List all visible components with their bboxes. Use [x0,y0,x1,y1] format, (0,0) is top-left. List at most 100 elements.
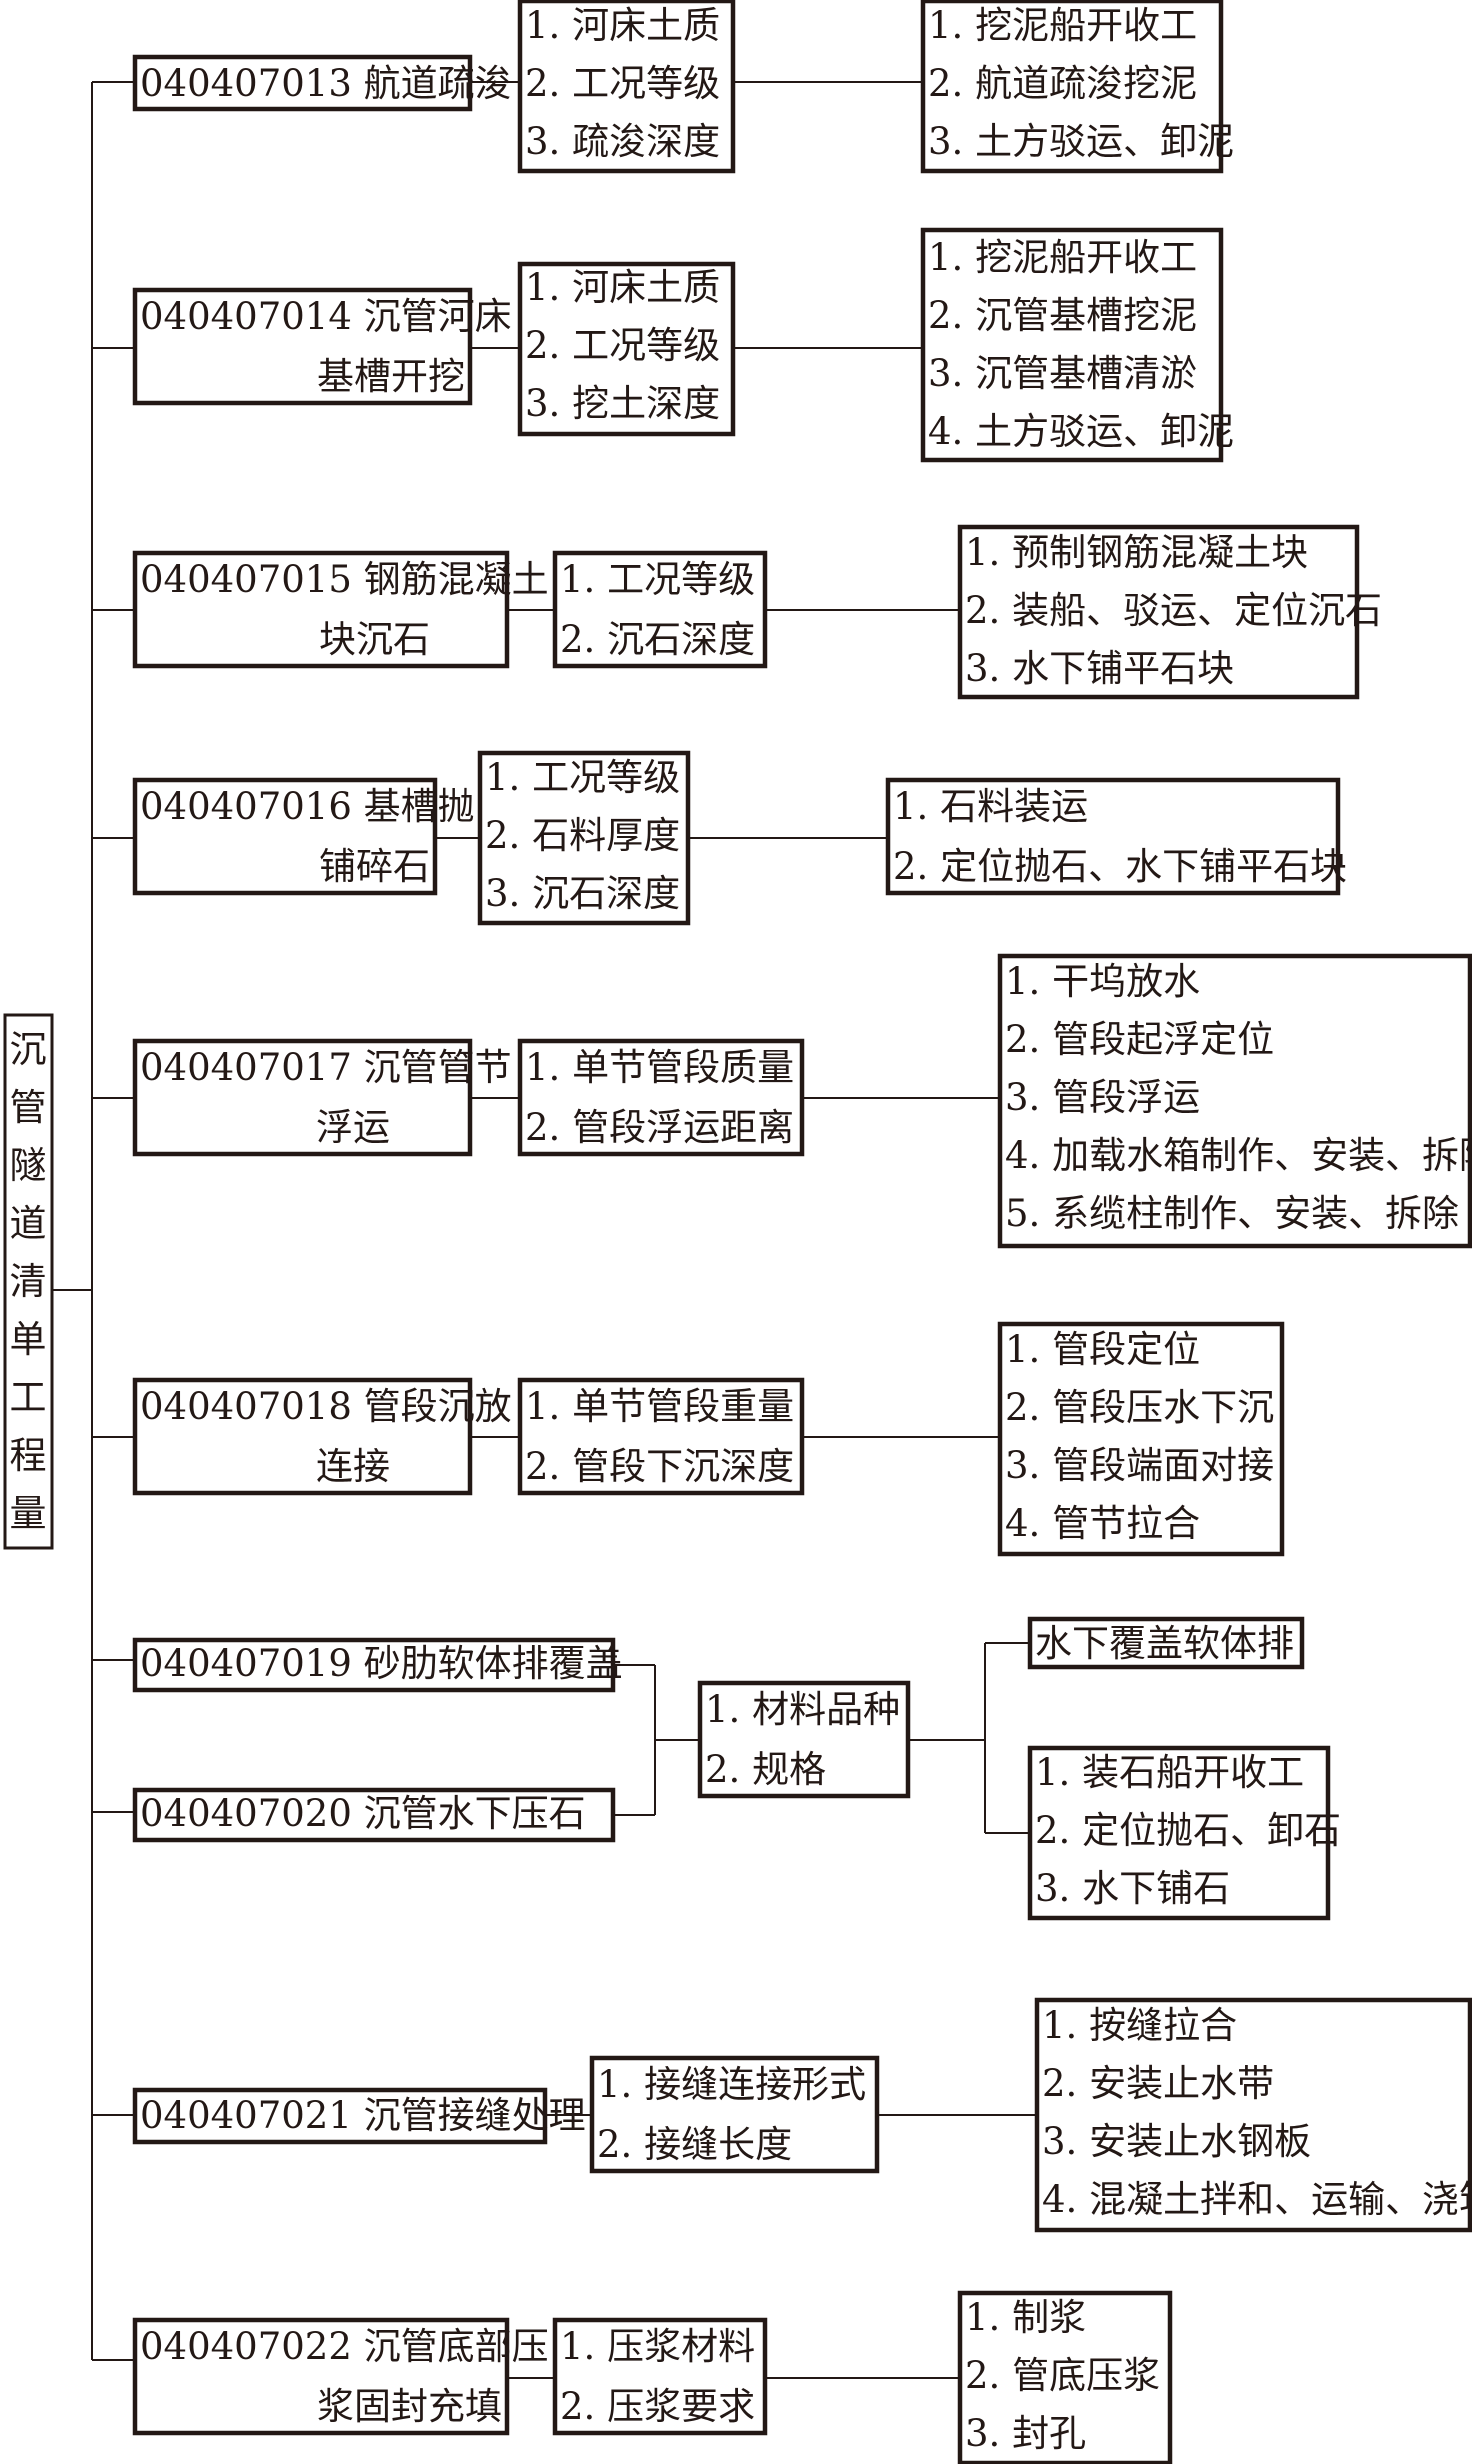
feature-box [517,0,736,174]
work-item: 3. 管段浮运 [1005,1076,1200,1119]
item-name-line: 040407014 沉管河床 [140,295,512,338]
work-item: 1. 制浆 [965,2296,1086,2339]
work-item: 1. 按缝拉合 [1042,2004,1237,2047]
work-item: 3. 水下铺平石块 [965,647,1234,690]
group-040407021: 040407021 沉管接缝处理 1. 接缝连接形式 2. 接缝长度 1. 按缝… [92,1997,1472,2233]
root-char-5: 单 [10,1318,47,1361]
root-node: 沉 管 隧 道 清 单 工 程 量 [3,1013,54,1550]
root-char-0: 沉 [10,1028,47,1071]
feature-item: 2. 工况等级 [525,62,720,105]
item-box [132,287,473,406]
work-item: 4. 管节拉合 [1005,1502,1200,1545]
feature-item: 2. 管段浮运距离 [525,1106,794,1149]
item-name-line: 040407018 管段沉放 [140,1385,512,1428]
work-item: 3. 封孔 [965,2412,1086,2455]
feature-item: 2. 石料厚度 [485,814,680,857]
work-item: 2. 航道疏浚挖泥 [928,62,1197,105]
item-name-line: 040407019 砂肋软体排覆盖 [140,1642,623,1685]
feature-box [697,1680,911,1799]
feature-item: 1. 河床土质 [525,266,720,309]
work-item: 1. 挖泥船开收工 [928,4,1197,47]
feature-box [552,550,768,669]
work-box [1027,1616,1305,1670]
item-box [132,550,510,669]
feature-box [552,2317,768,2436]
root-char-8: 量 [10,1492,47,1535]
item-name-line: 040407015 钢筋混凝土 [140,558,549,601]
feature-item: 2. 管段下沉深度 [525,1445,794,1488]
work-item: 4. 土方驳运、卸泥 [928,410,1234,453]
item-box [132,1038,473,1157]
work-box [957,524,1360,700]
feature-box [517,1038,805,1157]
work-item: 2. 安装止水带 [1042,2062,1274,2105]
work-item: 3. 安装止水钢板 [1042,2120,1311,2163]
item-box [132,777,438,896]
work-box [885,777,1341,896]
work-item: 1. 装石船开收工 [1035,1751,1304,1794]
feature-item: 1. 接缝连接形式 [597,2063,866,2106]
item-name-line: 铺碎石 [319,845,430,888]
root-char-7: 程 [10,1434,47,1477]
work-item: 3. 管段端面对接 [1005,1444,1274,1487]
group-040407018: 040407018 管段沉放 连接 1. 单节管段重量 2. 管段下沉深度 1.… [92,1321,1285,1557]
group-040407017: 040407017 沉管管节 浮运 1. 单节管段质量 2. 管段浮运距离 1.… [92,953,1472,1249]
feature-item: 2. 压浆要求 [560,2385,755,2428]
feature-box [517,261,736,437]
feature-item: 2. 接缝长度 [597,2123,792,2166]
item-name-line: 浮运 [316,1106,390,1149]
item-name-line: 040407021 沉管接缝处理 [140,2094,586,2137]
root-char-2: 隧 [10,1144,47,1187]
feature-item: 1. 工况等级 [560,558,755,601]
root-char-1: 管 [10,1086,47,1129]
work-box [920,0,1224,174]
feature-box [589,2055,880,2174]
work-item: 1. 挖泥船开收工 [928,236,1197,279]
feature-item: 1. 材料品种 [705,1688,900,1731]
feature-item: 1. 工况等级 [485,756,680,799]
work-item: 4. 加载水箱制作、安装、拆除 [1005,1134,1472,1177]
root-char-6: 工 [10,1376,47,1419]
item-box [132,54,473,112]
item-name-line: 040407022 沉管底部压 [140,2325,549,2368]
work-item: 3. 沉管基槽清淤 [928,352,1197,395]
group-040407019-040407020: 040407019 砂肋软体排覆盖 040407020 沉管水下压石 1. 材料… [92,1616,1341,1921]
work-box [920,227,1224,463]
feature-item: 3. 疏浚深度 [525,120,720,163]
work-box [997,1321,1285,1557]
group-040407014: 040407014 沉管河床 基槽开挖 1. 河床土质 2. 工况等级 3. 挖… [92,227,1234,463]
work-box [1034,1997,1472,2233]
feature-item: 3. 挖土深度 [525,382,720,425]
work-item: 1. 干坞放水 [1005,960,1200,1003]
feature-item: 2. 沉石深度 [560,618,755,661]
work-item: 2. 定位抛石、水下铺平石块 [893,845,1347,888]
feature-item: 1. 单节管段质量 [525,1046,794,1089]
feature-item: 1. 压浆材料 [560,2325,755,2368]
work-item: 4. 混凝土拌和、运输、浇筑 [1042,2178,1472,2221]
work-item: 1. 预制钢筋混凝土块 [965,531,1308,574]
feature-item: 3. 沉石深度 [485,872,680,915]
work-item: 1. 管段定位 [1005,1328,1200,1371]
item-box [132,1377,473,1496]
item-name-line: 040407016 基槽抛 [140,785,475,828]
root-char-4: 清 [10,1260,47,1303]
work-item: 3. 水下铺石 [1035,1867,1230,1910]
item-name-line: 连接 [316,1445,390,1488]
group-040407013: 040407013 航道疏浚 1. 河床土质 2. 工况等级 3. 疏浚深度 1… [92,0,1234,174]
work-item: 3. 土方驳运、卸泥 [928,120,1234,163]
feature-item: 1. 单节管段重量 [525,1385,794,1428]
root-char-3: 道 [10,1202,47,1245]
item-name-line: 浆固封充填 [317,2385,502,2428]
group-040407016: 040407016 基槽抛 铺碎石 1. 工况等级 2. 石料厚度 3. 沉石深… [92,750,1347,926]
work-item: 2. 管段起浮定位 [1005,1018,1274,1061]
item-box [132,1637,616,1693]
feature-item: 1. 河床土质 [525,4,720,47]
group-040407022: 040407022 沉管底部压 浆固封充填 1. 压浆材料 2. 压浆要求 1.… [92,2290,1173,2464]
item-name-line: 040407020 沉管水下压石 [140,1792,586,1835]
work-box [957,2290,1173,2464]
work-box [1027,1745,1331,1921]
item-name-line: 基槽开挖 [317,355,465,398]
work-item: 2. 沉管基槽挖泥 [928,294,1197,337]
work-item: 2. 管底压浆 [965,2354,1160,2397]
